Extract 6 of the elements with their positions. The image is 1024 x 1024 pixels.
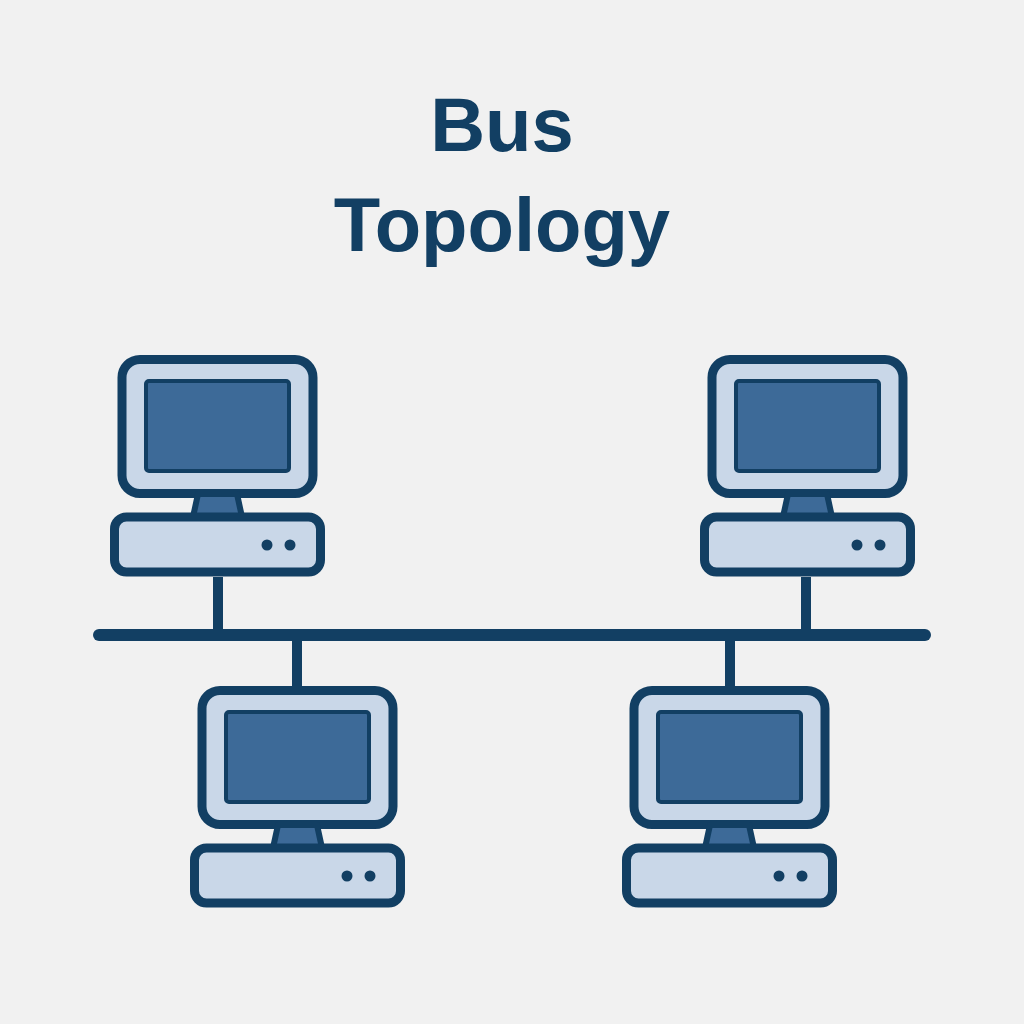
diagram-title: Bus Topology <box>332 81 672 269</box>
network-cable <box>292 641 302 686</box>
network-cable <box>725 641 735 686</box>
network-cable <box>801 577 811 629</box>
bus-cable <box>93 629 931 641</box>
network-cable <box>213 577 223 629</box>
